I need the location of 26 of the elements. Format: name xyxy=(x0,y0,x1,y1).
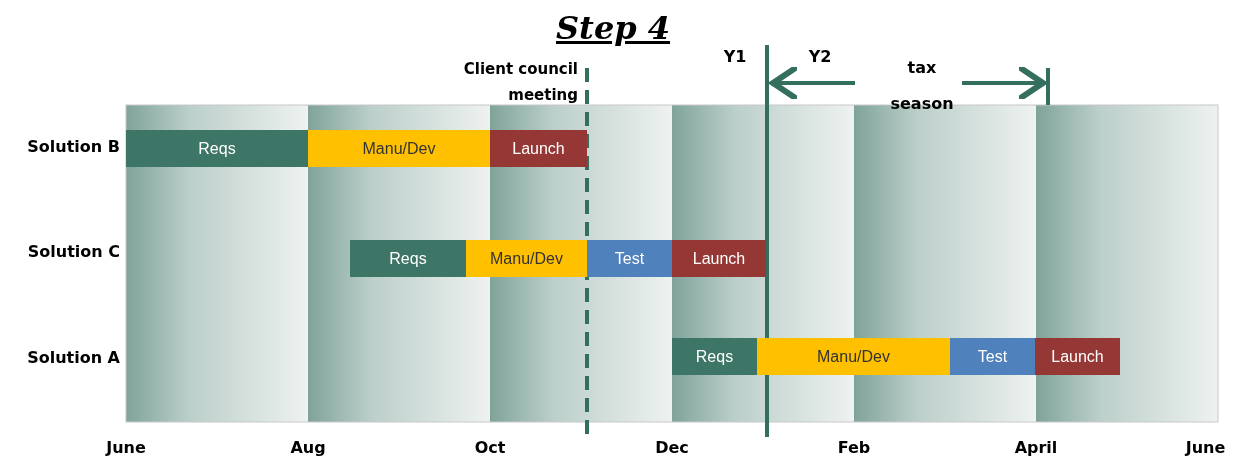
axis-label: April xyxy=(1013,438,1059,458)
row-label: Solution A xyxy=(26,347,120,369)
task-bar: Manu/Dev xyxy=(308,130,490,167)
task-bar: Reqs xyxy=(672,338,757,375)
axis-label: Aug xyxy=(289,438,327,458)
axis-label: Feb xyxy=(836,438,872,458)
annotation-label: Client council meeting xyxy=(462,59,578,106)
task-bar: Launch xyxy=(490,130,587,167)
task-bar: Reqs xyxy=(126,130,308,167)
task-bar: Manu/Dev xyxy=(757,338,950,375)
axis-label: Oct xyxy=(473,438,507,458)
task-bar: Test xyxy=(587,240,672,277)
task-bar: Reqs xyxy=(350,240,466,277)
row-label: Solution C xyxy=(26,241,120,263)
task-bar: Launch xyxy=(1035,338,1120,375)
axis-label: June xyxy=(104,438,147,458)
row-label: Solution B xyxy=(26,136,120,158)
year-label: Y1 xyxy=(722,46,748,68)
period-label: tax season xyxy=(889,57,955,115)
task-bar: Launch xyxy=(672,240,766,277)
axis-label: Dec xyxy=(654,438,690,458)
title: Step 4 xyxy=(556,9,670,47)
task-bar: Test xyxy=(950,338,1035,375)
axis-label: June xyxy=(1183,438,1227,458)
year-label: Y2 xyxy=(807,46,833,68)
task-bar: Manu/Dev xyxy=(466,240,587,277)
